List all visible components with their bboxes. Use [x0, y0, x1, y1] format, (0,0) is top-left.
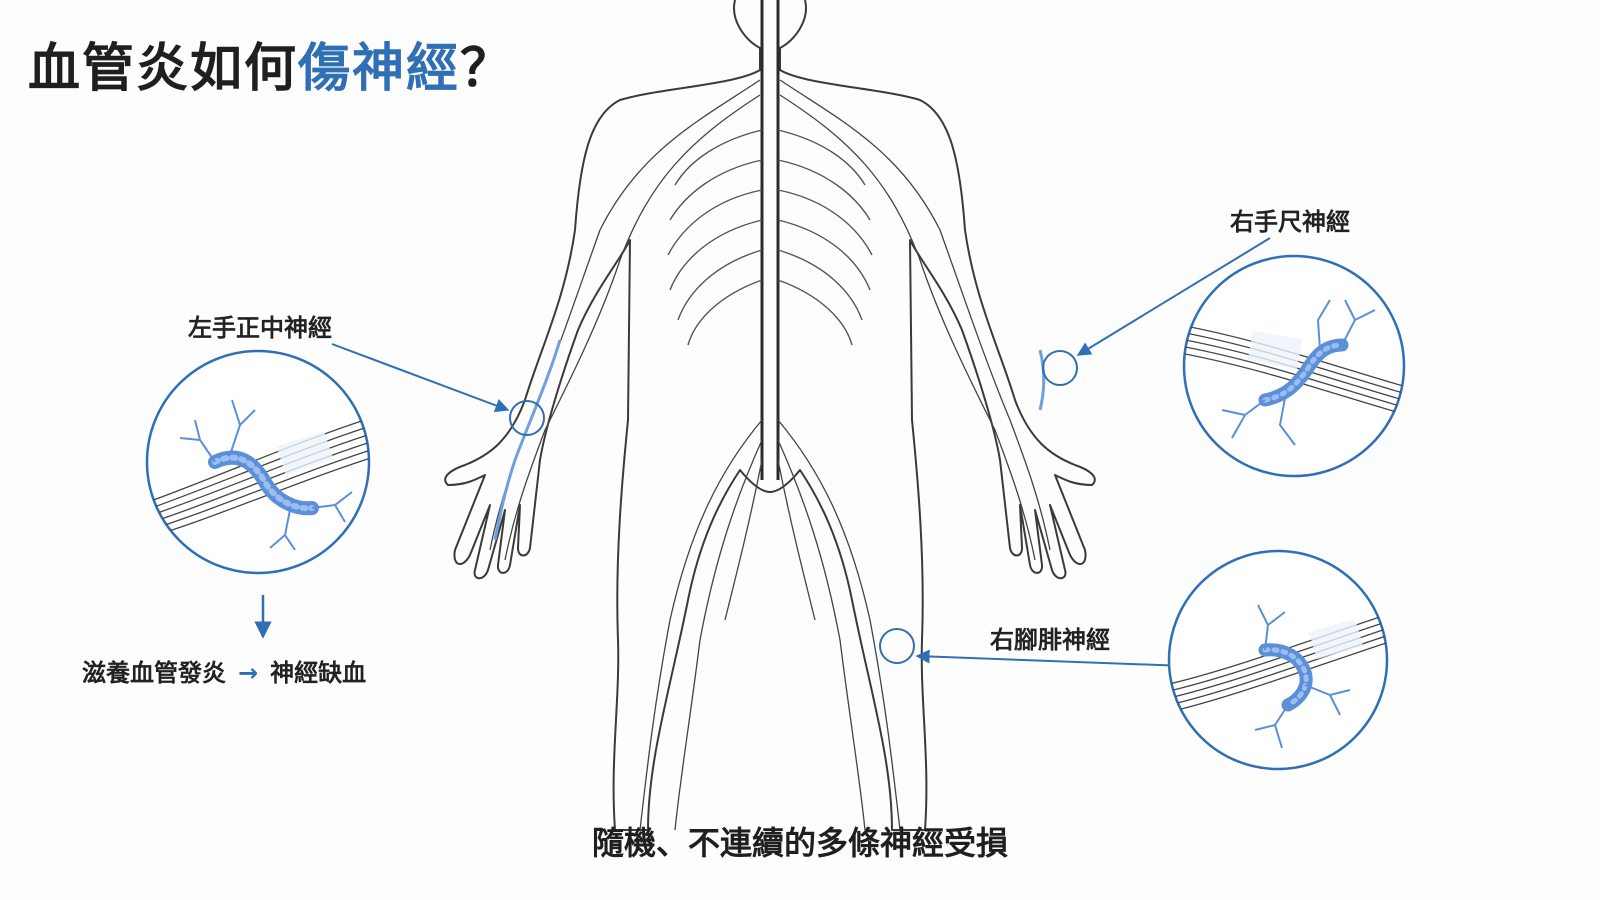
arrow-right-ulnar — [1076, 237, 1271, 356]
peripheral-nerves — [489, 79, 1051, 831]
right-leg-marker — [879, 628, 915, 664]
title-highlight: 傷神經 — [298, 39, 461, 99]
flow-caption: 滋養血管發炎 → 神經缺血 — [82, 653, 366, 688]
title-question-mark: ？ — [460, 39, 515, 99]
right-wrist-marker — [1042, 350, 1078, 386]
body-outline — [444, 0, 1096, 831]
flow-step-ischemia: 神經缺血 — [270, 659, 367, 687]
arrow-right-peroneal — [915, 649, 1187, 673]
rib-nerves — [667, 129, 873, 346]
spinal-cord — [760, 0, 780, 480]
left-wrist-marker — [509, 400, 545, 436]
title-part-1: 血管炎如何 — [28, 39, 299, 99]
magnified-view-right-peroneal — [1167, 549, 1389, 771]
flow-arrow-icon: → — [238, 659, 259, 687]
label-right-ulnar-nerve: 右手尺神經 — [1230, 208, 1350, 236]
page-title: 血管炎如何傷神經？ — [28, 26, 514, 101]
bottom-caption: 隨機、不連續的多條神經受損 — [591, 824, 1008, 862]
label-right-peroneal-nerve: 右腳腓神經 — [990, 626, 1110, 654]
magnified-view-right-ulnar — [1182, 254, 1406, 478]
affected-nerve-highlights — [493, 339, 1046, 541]
flow-step-vasculitis: 滋養血管發炎 — [82, 659, 226, 687]
magnified-view-left-median — [145, 349, 371, 575]
arrow-left-median — [331, 343, 510, 413]
label-left-median-nerve: 左手正中神經 — [188, 314, 332, 342]
